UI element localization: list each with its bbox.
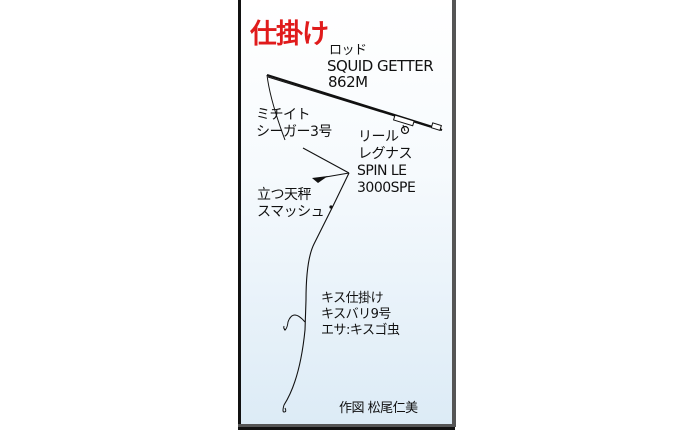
rod-size: 862M [328, 73, 368, 91]
hook-icon [283, 325, 287, 331]
reel-model: レグナス [358, 146, 413, 162]
rod-model: SQUID GETTER [327, 57, 434, 75]
reel-size: 3000SPE [357, 180, 416, 196]
hook-icon [282, 404, 287, 413]
reel-label: リール [358, 129, 399, 145]
fishing-line [266, 74, 286, 141]
reel-series: SPIN LE [357, 163, 407, 179]
rod-label: ロッド [329, 43, 367, 58]
panel-shadow [452, 0, 456, 427]
sinker-name: スマッシュ [257, 204, 325, 220]
bait-spec: エサ:キスゴ虫 [321, 323, 400, 338]
line-label: ミチイト [256, 107, 311, 123]
diagram-title: 仕掛け [250, 19, 329, 50]
hook-spec: キスバリ9号 [321, 307, 391, 322]
rod-icon [266, 73, 443, 135]
leader-line [283, 172, 350, 406]
rig-label: キス仕掛け [321, 291, 384, 306]
sinker-label: 立つ天秤 [257, 187, 312, 203]
illustration-credit: 作図 松尾仁美 [339, 401, 418, 416]
sinker-icon [312, 176, 328, 183]
line-spec: シーガー3号 [256, 124, 332, 140]
panel-shadow [238, 424, 456, 427]
